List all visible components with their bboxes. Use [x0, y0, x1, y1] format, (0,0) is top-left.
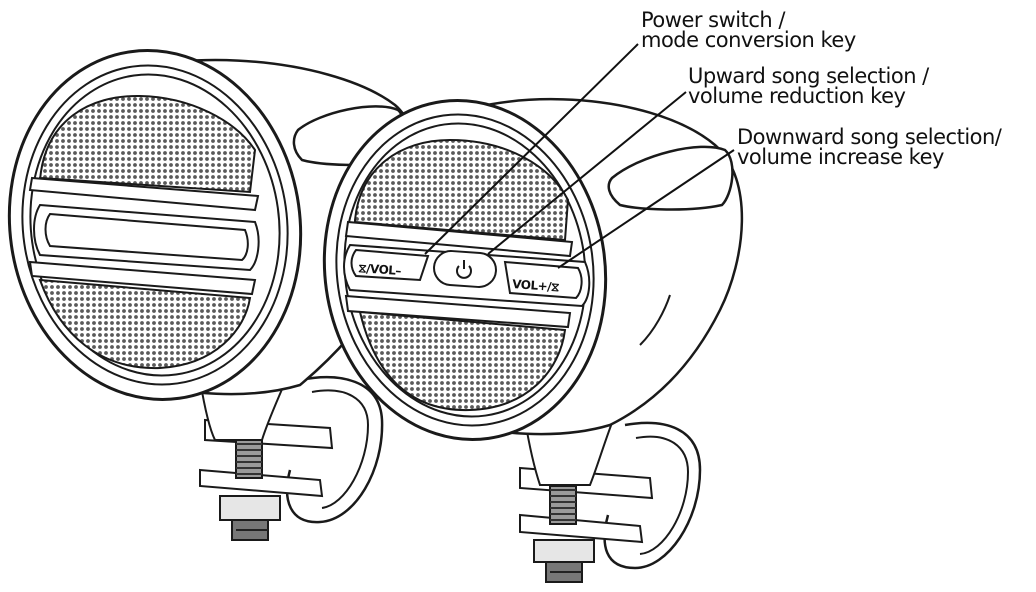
left-bolt	[219, 439, 281, 541]
power-callout: Power switch / mode conversion key	[641, 8, 856, 52]
leader-lines	[424, 43, 735, 269]
downward-callout: Downward song selection/ volume increase…	[737, 125, 1002, 169]
power-button[interactable]	[433, 250, 497, 288]
prev-volume-down-label: ⧖/VOL–	[358, 261, 402, 278]
right-lower-grille	[358, 310, 567, 412]
power-callout-line2: mode conversion key	[641, 28, 856, 52]
next-volume-up-label: VOL+/⧖	[512, 277, 560, 294]
leader-up	[487, 91, 687, 255]
right-bolt	[533, 485, 595, 583]
downward-callout-line2: volume increase key	[737, 145, 944, 169]
prev-volume-down-button[interactable]: ⧖/VOL–	[350, 248, 430, 282]
power-callout-line1: Power switch /	[641, 8, 785, 32]
right-side-light	[607, 145, 734, 211]
leader-power	[424, 43, 639, 255]
power-icon	[456, 260, 472, 279]
left-upper-grille	[39, 94, 257, 194]
left-lower-grille	[38, 278, 252, 370]
upward-callout-line2: volume reduction key	[688, 84, 906, 108]
left-speaker	[7, 49, 419, 541]
upward-callout: Upward song selection / volume reduction…	[688, 64, 929, 108]
downward-callout-line1: Downward song selection/	[737, 125, 1002, 149]
next-volume-up-button[interactable]: VOL+/⧖	[503, 260, 583, 300]
leader-down	[557, 149, 735, 269]
upward-callout-line1: Upward song selection /	[688, 64, 929, 88]
